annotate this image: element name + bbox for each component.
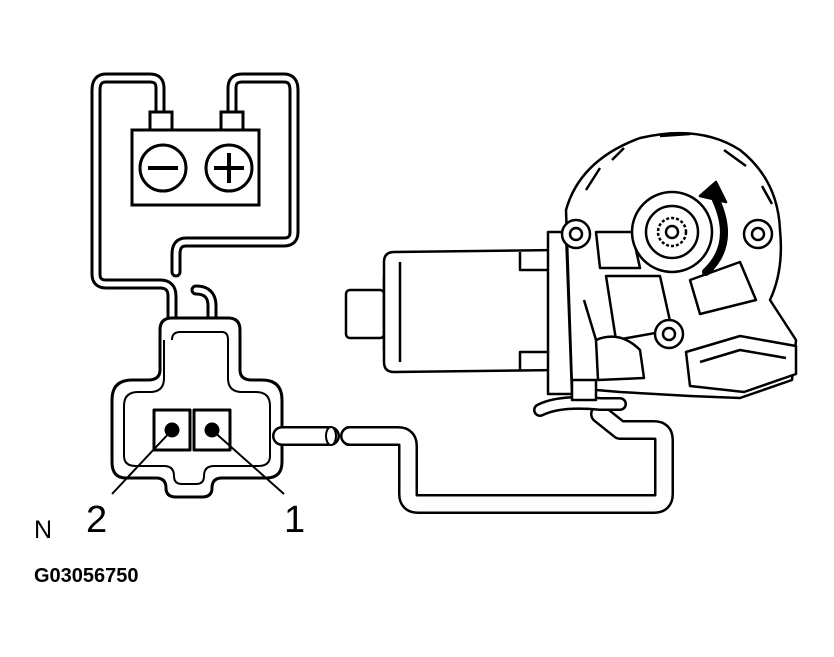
wiper-motor — [344, 131, 798, 402]
output-shaft — [630, 190, 714, 274]
pin-leader-lines — [111, 429, 285, 495]
connector-housing-outer — [110, 316, 284, 499]
rotation-direction-arrow-icon — [698, 180, 728, 276]
minus-icon — [138, 143, 188, 193]
mounting-boss-left — [560, 218, 592, 250]
battery — [130, 110, 261, 207]
connector-housing-inner — [123, 331, 271, 485]
mounting-boss-right — [742, 218, 774, 250]
battery-lead-wires — [90, 72, 300, 434]
motor-yoke — [382, 248, 564, 374]
harness-cable — [272, 395, 674, 514]
pin-2-label: 2 — [86, 499, 107, 541]
motor-end-bushing — [344, 288, 386, 340]
plus-icon — [204, 143, 254, 193]
pin-1-label: 1 — [284, 499, 305, 541]
figure-code: G03056750 — [34, 565, 139, 587]
motor-connector-socket — [684, 334, 798, 394]
marker-n: N — [34, 516, 52, 544]
mounting-boss-bottom — [653, 318, 685, 350]
